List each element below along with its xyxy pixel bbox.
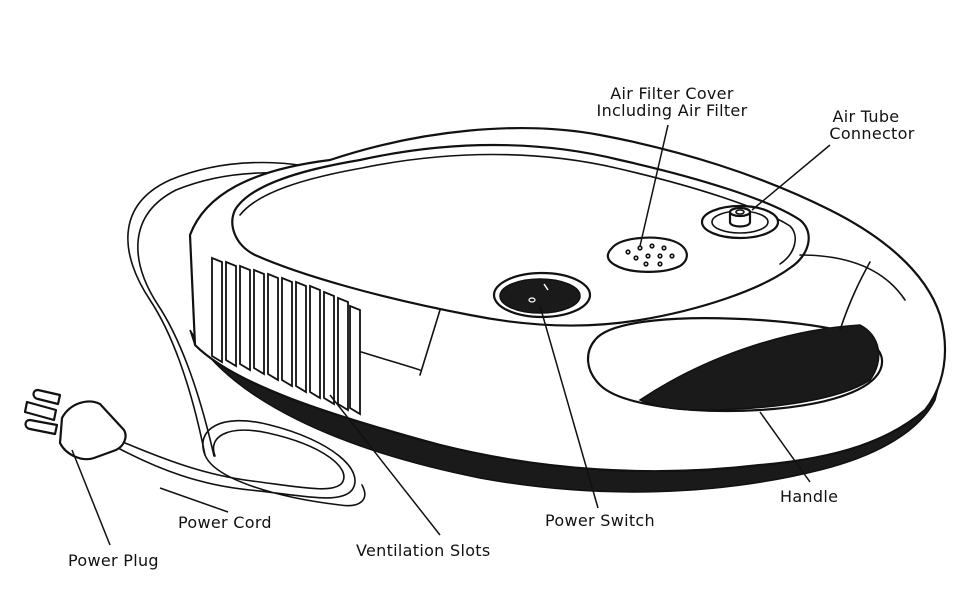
- power-cord: [117, 161, 366, 507]
- power-switch: [492, 271, 592, 319]
- label-air-tube-line1: Air Tube: [833, 107, 900, 126]
- labels: Air Filter Cover Including Air Filter Ai…: [68, 84, 914, 570]
- leader-power-plug: [71, 449, 111, 546]
- air-tube-connector: [700, 204, 780, 240]
- leader-lines: [71, 124, 831, 546]
- leader-ventilation: [329, 394, 441, 536]
- label-power-switch: Power Switch: [545, 511, 655, 530]
- ventilation-slots: [211, 256, 361, 416]
- label-handle: Handle: [780, 487, 838, 506]
- label-air-filter-cover-line2: Including Air Filter: [597, 101, 748, 120]
- air-filter-cover: [606, 236, 688, 273]
- leader-power-switch: [539, 305, 599, 509]
- label-ventilation-slots: Ventilation Slots: [356, 541, 491, 560]
- label-air-tube-line2: Connector: [829, 124, 914, 143]
- label-power-cord: Power Cord: [178, 513, 272, 532]
- power-plug: [23, 388, 127, 461]
- label-air-filter-cover-line1: Air Filter Cover: [610, 84, 734, 103]
- leader-power-cord: [159, 487, 229, 513]
- label-power-plug: Power Plug: [68, 551, 159, 570]
- leader-air-filter: [639, 124, 669, 247]
- leader-handle: [759, 411, 811, 483]
- leader-air-tube: [751, 144, 831, 211]
